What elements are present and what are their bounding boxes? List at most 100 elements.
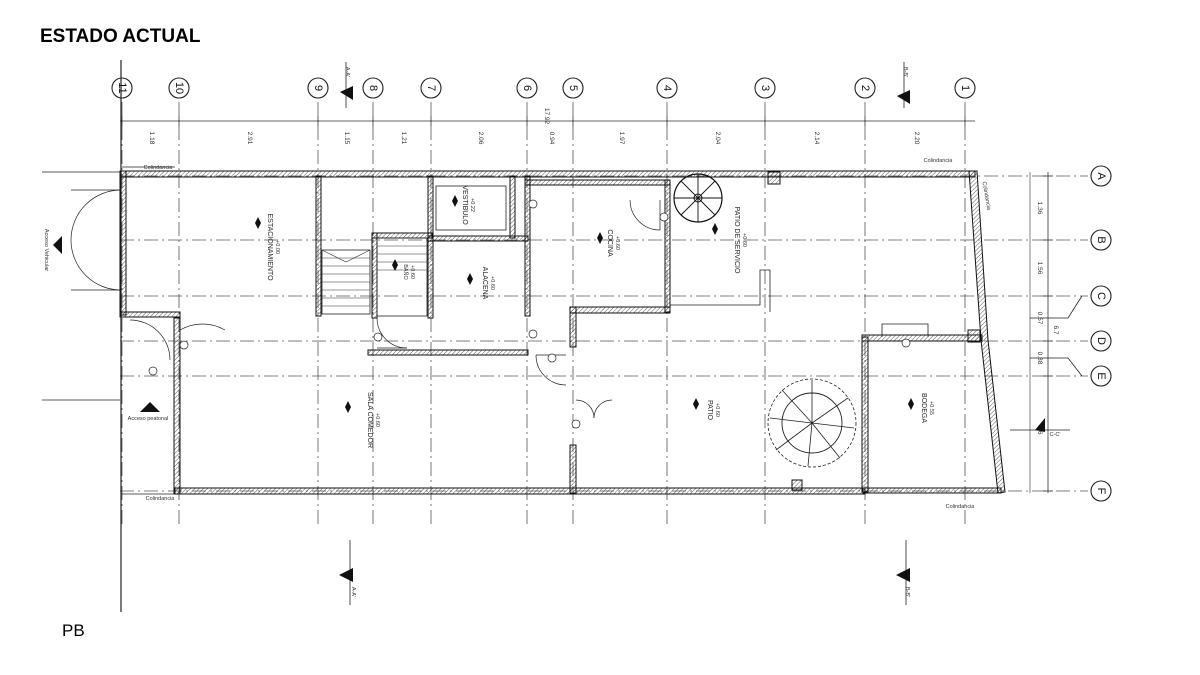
dimension-label: 1.15 (343, 132, 350, 145)
room-name: ALACENA (481, 267, 488, 300)
section-aa-label: A-A' (344, 67, 350, 77)
vehicular-access-label: Acceso Vehicular (43, 229, 49, 271)
axis-bubble (362, 77, 384, 99)
section-cc: C-C' (1010, 418, 1070, 438)
colindancia-right-upper: Colindancia (981, 181, 992, 211)
bodega-shelf (881, 323, 929, 337)
wall-vestibulo-east (509, 175, 516, 239)
wall-garage-south (119, 311, 181, 318)
section-cc-label: C-C' (1050, 432, 1061, 438)
axis-label: 2 (859, 85, 871, 91)
axis-label: A (1095, 172, 1107, 180)
axis-bubble (562, 77, 584, 99)
axis-6: 6 (516, 77, 538, 528)
vestibulo-inner (435, 185, 507, 231)
wall-kitchen-west (524, 175, 531, 317)
axis-label: 8 (367, 85, 379, 91)
axis-3: 3 (754, 77, 776, 528)
section-bb-top: B-B' (897, 62, 910, 108)
axis-label: 1 (959, 85, 971, 91)
wall-west-living (173, 317, 181, 495)
dimension-label: 0.94 (548, 132, 555, 145)
wall-south-bodega (862, 487, 1002, 494)
garage-door (70, 189, 122, 291)
room-bano: BAÑO +0.60 (402, 264, 415, 280)
room-cocina: COCINA +0.60 (606, 229, 620, 257)
light-fixtures (148, 199, 911, 429)
axis-label: 3 (759, 85, 771, 91)
double-door (575, 399, 613, 419)
dimension-label: 1.56 (1036, 262, 1043, 275)
wall-alacena-west (427, 235, 434, 319)
axis-bubble (516, 77, 538, 99)
leader-c (1030, 295, 1083, 319)
column-f3 (791, 479, 803, 491)
axis-7: 7 (420, 77, 442, 528)
axis-4: 4 (656, 77, 678, 528)
room-name: ESTACIONAMIENTO (266, 213, 273, 281)
axis-bubble (854, 77, 876, 99)
axis-bubble (1090, 165, 1112, 187)
bath-zone (376, 237, 428, 317)
axis-label: 7 (425, 85, 437, 91)
kitchen-door (629, 199, 661, 231)
room-patio-servicio: PATIO DE SERVICIO +0.60 (733, 207, 747, 274)
axis-label: C (1095, 292, 1107, 300)
axis-bubble (656, 77, 678, 99)
axis-label: 4 (661, 85, 673, 91)
wall-kitchen-south (569, 306, 671, 314)
section-bb-label: B-B' (902, 67, 908, 77)
axis-bubble (111, 77, 133, 99)
room-name: BAÑO (402, 264, 409, 280)
wall-bath-west (371, 232, 378, 319)
axis-C: C (120, 285, 1112, 307)
right-total-dimension: 6.7 (1052, 325, 1059, 334)
axis-label: E (1095, 372, 1107, 379)
axis-bubble (420, 77, 442, 99)
pedestrian-access-label: Acceso peatonal (128, 416, 169, 422)
wall-kitchen-north (524, 179, 671, 186)
bath-stair (377, 245, 427, 271)
axis-11: 11 (111, 77, 133, 528)
room-name: BODEGA (920, 393, 927, 423)
section-aa-bottom: A-A' (339, 540, 356, 605)
section-aa-top: A-A' (340, 62, 353, 108)
axis-label: 6 (521, 85, 533, 91)
room-level: +0.22 (469, 198, 475, 212)
wall-south (174, 487, 866, 495)
leader-e (1030, 357, 1083, 377)
room-name: SALA COMEDOR (366, 392, 373, 448)
wall-bath-north (371, 232, 433, 239)
room-alacena: ALACENA +0.60 (481, 267, 495, 300)
dimension-label: 2.06 (477, 132, 484, 145)
dimension-label: 2.14 (813, 132, 820, 145)
dimension-label: 2.20 (913, 132, 920, 145)
room-level: +0.60 (489, 276, 495, 290)
wall-vestibulo-west (427, 175, 434, 239)
colindancia-top-right: Colindancia (924, 158, 954, 164)
axis-label: D (1095, 337, 1107, 345)
room-level: +0.60 (741, 233, 747, 247)
room-name: COCINA (606, 229, 613, 257)
axis-bubble (1090, 330, 1112, 352)
wall-bodega-north (861, 334, 983, 342)
room-level: +0.00 (274, 240, 280, 254)
wall-west-garage (119, 170, 127, 316)
section-bb-label: B-B' (904, 587, 910, 597)
overall-dimension: 17.92 (543, 108, 550, 125)
wall-bodega-west (861, 336, 869, 493)
room-level: +0.55 (928, 401, 934, 415)
wall-hall-east (569, 306, 577, 348)
dimension-label: 1.18 (148, 132, 155, 145)
entry-door (129, 319, 226, 375)
colindancia-top-left: Colindancia (144, 165, 174, 171)
dimension-label: 1.36 (1036, 202, 1043, 215)
room-bodega: BODEGA +0.55 (920, 393, 934, 423)
axis-label: 11 (116, 82, 128, 93)
section-aa-label: A-A' (350, 587, 356, 597)
axis-E: E (120, 365, 1112, 387)
room-vestibulo: VESTIBULO +0.22 (461, 185, 475, 225)
wall-north (119, 170, 976, 178)
